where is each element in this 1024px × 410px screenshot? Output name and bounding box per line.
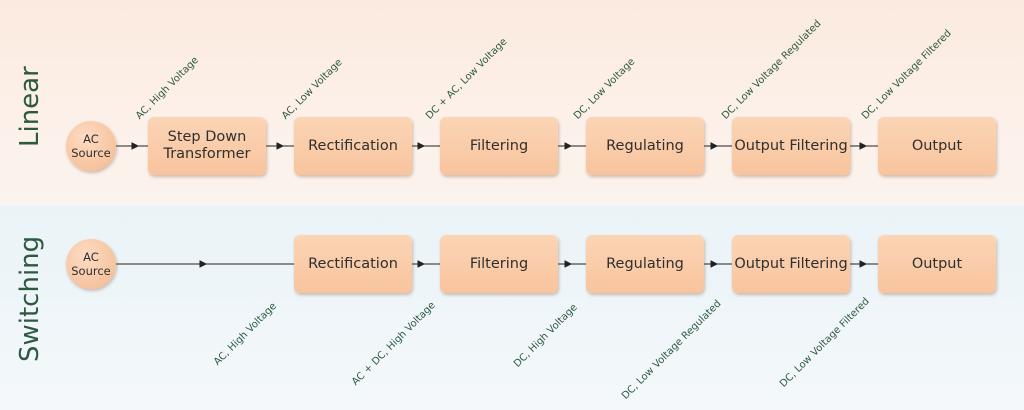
switching-regulating: Regulating [586,235,704,293]
source-label-line1: AC [83,250,99,264]
source-label-line2: Source [71,146,111,160]
source-label-line1: AC [83,132,99,146]
linear-output-filtering: Output Filtering [732,117,850,175]
linear-output: Output [878,117,996,175]
linear-rectification: Rectification [294,117,412,175]
linear-filtering: Filtering [440,117,558,175]
switching-rectification: Rectification [294,235,412,293]
switching-filtering: Filtering [440,235,558,293]
switching-output: Output [878,235,996,293]
source-label-line2: Source [71,264,111,278]
block-label-line1: Step Down [167,129,247,145]
linear-regulating: Regulating [586,117,704,175]
block-label-line2: Transformer [163,146,251,162]
switching-output-filtering: Output Filtering [732,235,850,293]
